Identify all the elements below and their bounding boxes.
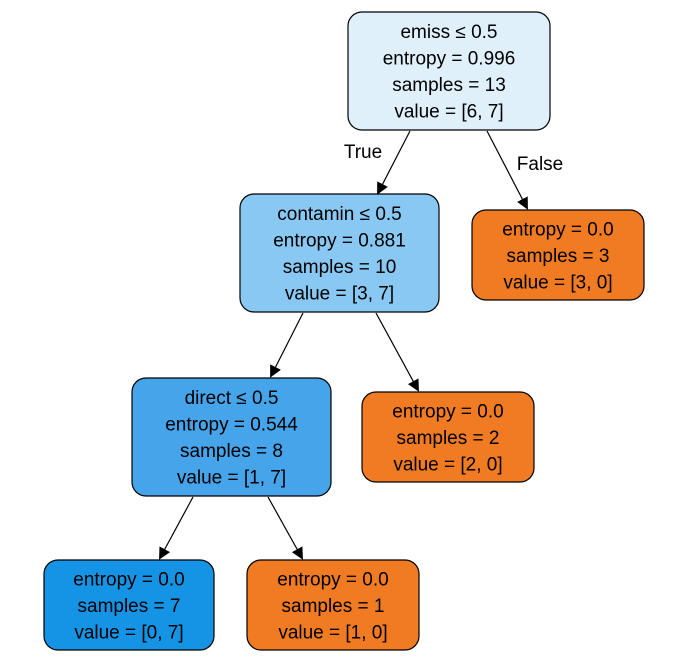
node-line: entropy = 0.0 [502,219,613,240]
tree-node-leaf-right-3: entropy = 0.0 samples = 1 value = [1, 0] [246,559,420,651]
node-line: entropy = 0.0 [73,569,184,590]
node-line: value = [3, 0] [503,272,612,293]
tree-node-direct: direct ≤ 0.5 entropy = 0.544 samples = 8 va… [131,377,332,497]
tree-node-contamin: contamin ≤ 0.5 entropy = 0.881 samples = 1… [239,193,440,313]
edge-label-false: False [517,154,563,175]
edge-direct-to-leaf-right-3 [267,496,303,560]
node-line: entropy = 0.996 [383,49,516,70]
node-line: samples = 3 [507,246,610,267]
node-box [347,11,551,131]
tree-node-root: emiss ≤ 0.5 entropy = 0.996 samples = 13 va… [347,11,551,131]
node-line: value = [3, 7] [285,284,394,305]
edge-direct-to-leaf-left-3 [159,496,194,560]
node-line: entropy = 0.0 [392,401,503,422]
node-line: value = [2, 0] [393,454,502,475]
node-line: value = [1, 7] [177,468,286,489]
node-line: entropy = 0.544 [165,415,298,436]
node-box [246,559,420,651]
node-line: samples = 8 [180,441,283,462]
tree-node-leaf-left-3: entropy = 0.0 samples = 7 value = [0, 7] [43,559,215,651]
node-line: samples = 1 [282,596,385,617]
node-line: direct ≤ 0.5 [185,388,279,409]
node-line: emiss ≤ 0.5 [400,22,497,43]
node-line: samples = 7 [78,596,181,617]
node-line: entropy = 0.0 [277,569,388,590]
node-box [43,559,215,651]
node-box [471,209,645,301]
node-line: value = [6, 7] [394,102,503,123]
edge-label-true: True [344,142,382,163]
node-line: entropy = 0.881 [273,231,406,252]
node-line: samples = 10 [283,257,397,278]
node-box [239,193,440,313]
node-box [131,377,332,497]
node-line: value = [0, 7] [74,622,183,643]
edge-root-to-leaf-right-1 [486,130,528,210]
tree-node-leaf-right-2: entropy = 0.0 samples = 2 value = [2, 0] [361,391,535,483]
edge-contamin-to-direct [270,312,304,378]
node-box [361,391,535,483]
node-line: contamin ≤ 0.5 [277,204,402,225]
node-line: samples = 13 [392,75,506,96]
edge-contamin-to-leaf-right-2 [375,312,419,392]
tree-node-leaf-right-1: entropy = 0.0 samples = 3 value = [3, 0] [471,209,645,301]
node-line: value = [1, 0] [278,622,387,643]
edge-root-to-contamin [377,130,411,195]
node-line: samples = 2 [397,428,500,449]
